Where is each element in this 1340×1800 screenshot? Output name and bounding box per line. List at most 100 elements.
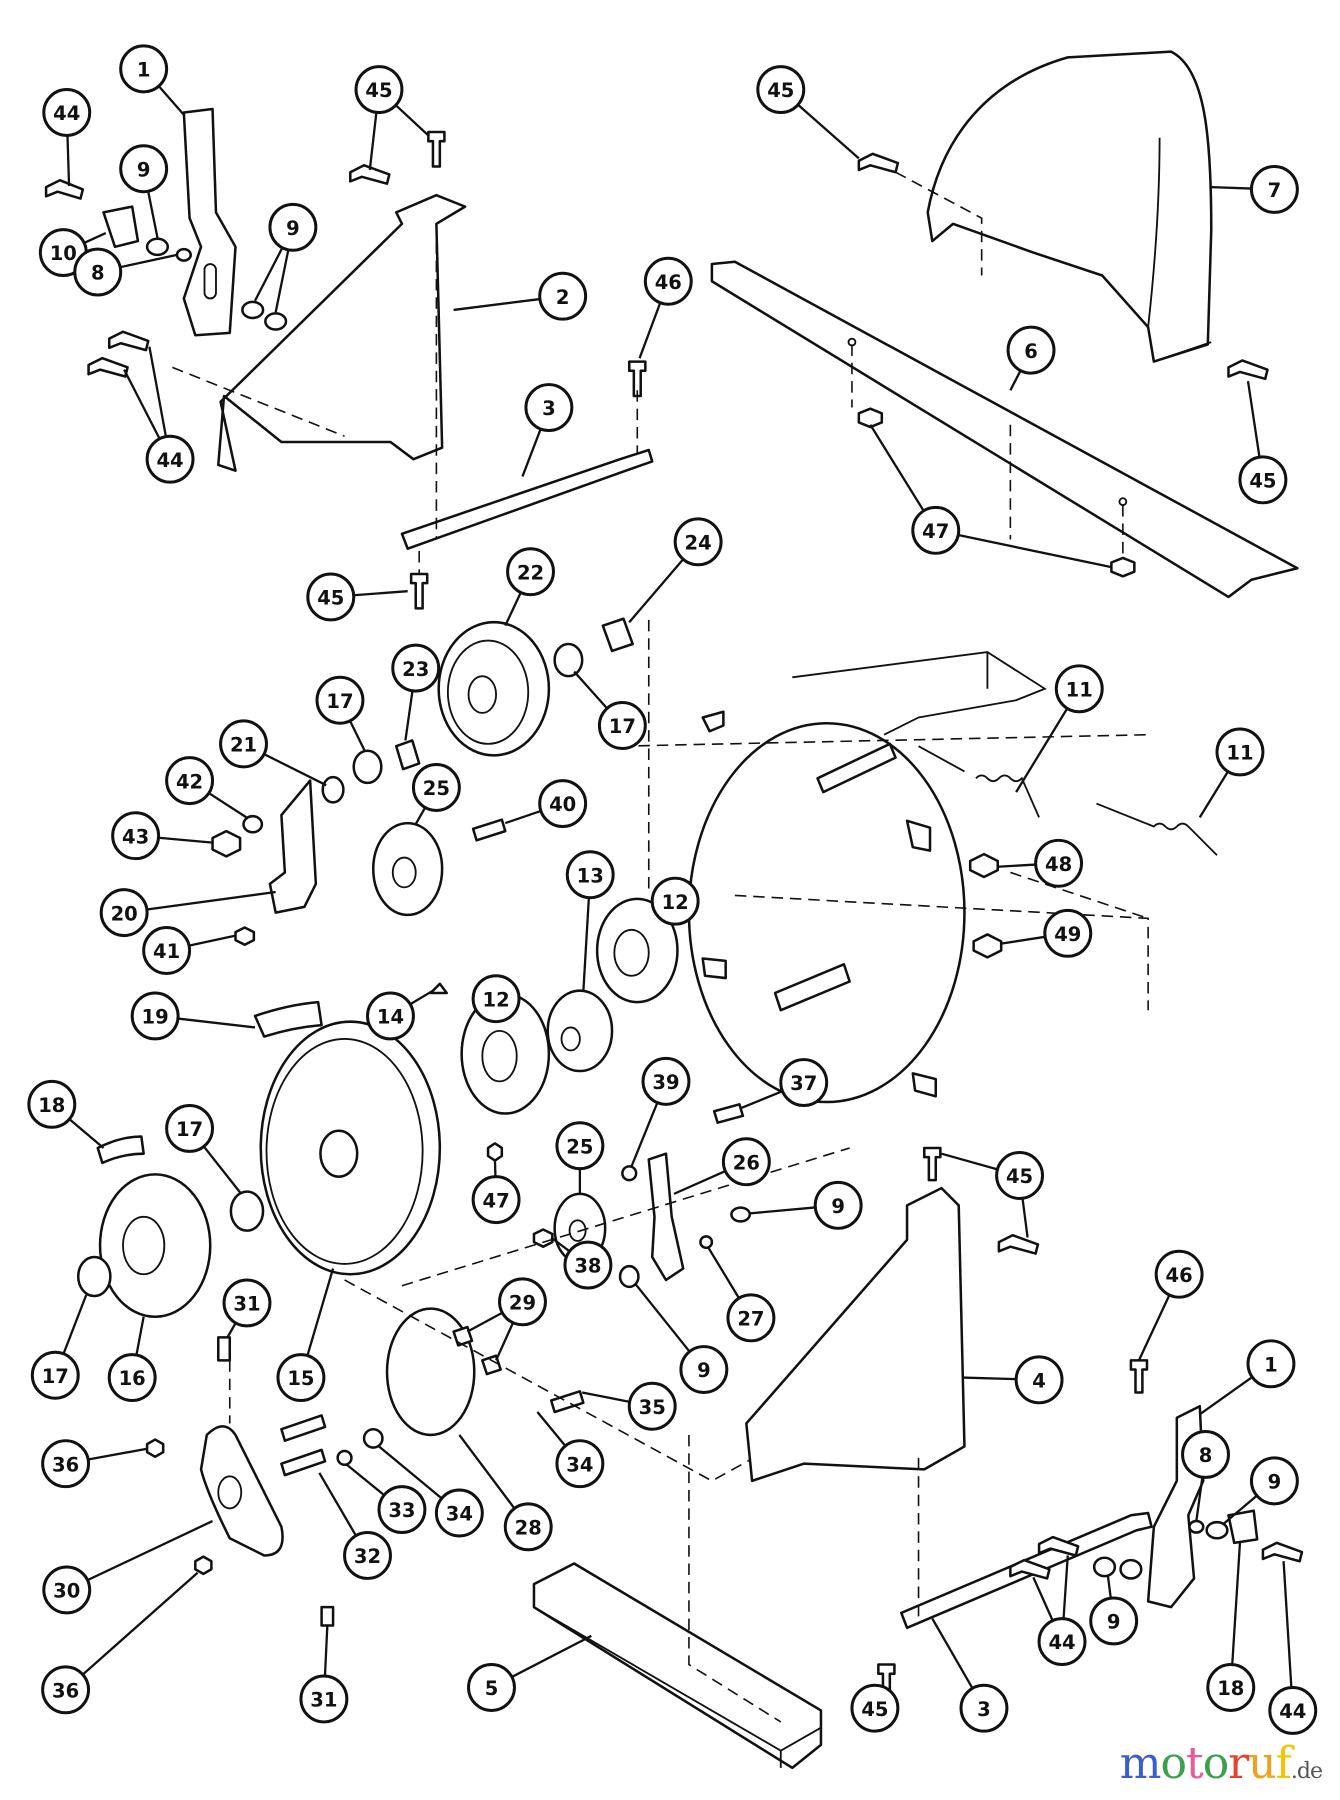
callout-bubble xyxy=(222,1278,272,1328)
callout-bubble xyxy=(119,44,169,94)
callout-bubble xyxy=(1181,1430,1230,1479)
callout-bubble xyxy=(1249,1456,1299,1506)
callout-number: 1 xyxy=(1264,1353,1278,1376)
callout-bubble xyxy=(41,1439,91,1489)
parts-layer xyxy=(44,50,1304,1770)
callout-bubble xyxy=(268,202,318,252)
bushing-part-21 xyxy=(321,775,345,804)
callout-45: 45 xyxy=(756,65,860,160)
callout-number: 2 xyxy=(556,286,570,309)
callout-3: 3 xyxy=(521,383,574,477)
callout-number: 6 xyxy=(1024,340,1038,363)
leader-line xyxy=(1009,370,1022,391)
leader-line xyxy=(135,1316,145,1356)
clip-part-18 xyxy=(1227,1509,1259,1545)
key-part-14 xyxy=(429,982,448,995)
link-part-3 xyxy=(400,448,654,550)
leader-line xyxy=(202,1145,243,1195)
callout-number: 43 xyxy=(122,825,149,848)
callout-number: 33 xyxy=(388,1499,415,1522)
callout-36: 36 xyxy=(41,1571,199,1715)
flange-part-12b-hole xyxy=(481,1029,518,1083)
nut-part-41 xyxy=(234,926,256,947)
leader-line xyxy=(573,670,608,710)
callout-17: 17 xyxy=(315,675,367,753)
flange-part-12 xyxy=(595,897,679,1004)
callout-number: 34 xyxy=(566,1453,593,1476)
callout-number: 41 xyxy=(153,940,180,963)
washer-part-9 xyxy=(145,237,170,257)
callout-bubble xyxy=(391,643,441,693)
callout-9: 9 xyxy=(119,144,169,238)
callout-bubble xyxy=(41,1665,91,1715)
callout-number: 10 xyxy=(50,242,77,265)
shaft xyxy=(816,742,897,794)
leader-line xyxy=(157,85,185,116)
guide-lines xyxy=(620,619,1149,1011)
callout-bubble xyxy=(673,517,723,567)
callout-number: 44 xyxy=(53,102,80,125)
guide-lines xyxy=(172,223,639,574)
callout-number: 37 xyxy=(790,1072,817,1095)
callout-number: 20 xyxy=(111,902,138,925)
pulley-part-22-inner xyxy=(446,639,530,745)
leader-line xyxy=(119,253,178,269)
callout-bubble xyxy=(42,88,92,137)
callout-bubble xyxy=(726,1293,776,1343)
callout-number: 3 xyxy=(977,1698,991,1721)
leader-line xyxy=(404,690,414,741)
callout-number: 17 xyxy=(609,715,636,738)
leader-line xyxy=(395,104,430,137)
callout-32: 32 xyxy=(318,1472,392,1580)
callout-number: 19 xyxy=(142,1006,169,1029)
callout-bubble xyxy=(563,1240,613,1290)
callout-bubble xyxy=(641,1056,691,1106)
block-part-5-edge xyxy=(533,1606,822,1768)
callout-12: 12 xyxy=(471,974,521,1024)
callout-bubble xyxy=(377,1485,427,1535)
watermark-tld: .de xyxy=(1290,1759,1323,1784)
callout-bubble xyxy=(145,434,195,484)
callout-bubble xyxy=(503,1502,553,1552)
leader-line xyxy=(68,1118,105,1149)
nut-part-43 xyxy=(211,829,242,858)
pulley-part-15-hub xyxy=(319,1129,359,1178)
callout-number: 9 xyxy=(1268,1471,1282,1494)
shaft-lower xyxy=(773,963,851,1012)
spacer-part-23 xyxy=(394,739,421,771)
callout-45: 45 xyxy=(941,1151,1045,1238)
callout-19: 19 xyxy=(130,991,256,1041)
callout-bubble xyxy=(850,1683,900,1733)
backplate-tabs xyxy=(701,710,938,1098)
callout-bubble xyxy=(498,1277,547,1327)
leader-line xyxy=(87,1520,214,1582)
leader-line xyxy=(1198,770,1229,818)
callout-bubble xyxy=(1268,1686,1318,1735)
callout-number: 21 xyxy=(230,734,257,757)
leader-line xyxy=(1062,1555,1069,1619)
callout-number: 38 xyxy=(574,1255,601,1278)
callout-bubble xyxy=(30,1350,80,1400)
callout-bubble xyxy=(1089,1596,1139,1646)
callout-24: 24 xyxy=(628,517,723,623)
callout-bubble xyxy=(1034,838,1084,888)
leader-line xyxy=(1015,707,1069,793)
callout-bubble xyxy=(343,1531,392,1580)
bolt-part-37 xyxy=(712,1103,745,1124)
callout-bubble xyxy=(643,256,693,306)
callout-number: 5 xyxy=(485,1677,499,1700)
callout-bubble xyxy=(1246,1339,1296,1389)
callout-bubble xyxy=(73,247,123,297)
leader-line xyxy=(253,247,284,302)
callout-bubble xyxy=(42,1565,92,1615)
callout-bubble xyxy=(627,1381,677,1431)
callout-bubble xyxy=(99,888,149,938)
callout-9: 9 xyxy=(253,202,318,313)
callout-bubble xyxy=(1154,1249,1204,1299)
leader-line xyxy=(1231,1542,1242,1665)
bolt-part-44b xyxy=(107,330,150,352)
callouts-layer: 1449108945244457463645474522241723172142… xyxy=(27,44,1318,1735)
callout-bubble xyxy=(565,850,615,900)
key-part-19 xyxy=(253,1000,323,1038)
bolt-part-45e xyxy=(1227,359,1269,381)
